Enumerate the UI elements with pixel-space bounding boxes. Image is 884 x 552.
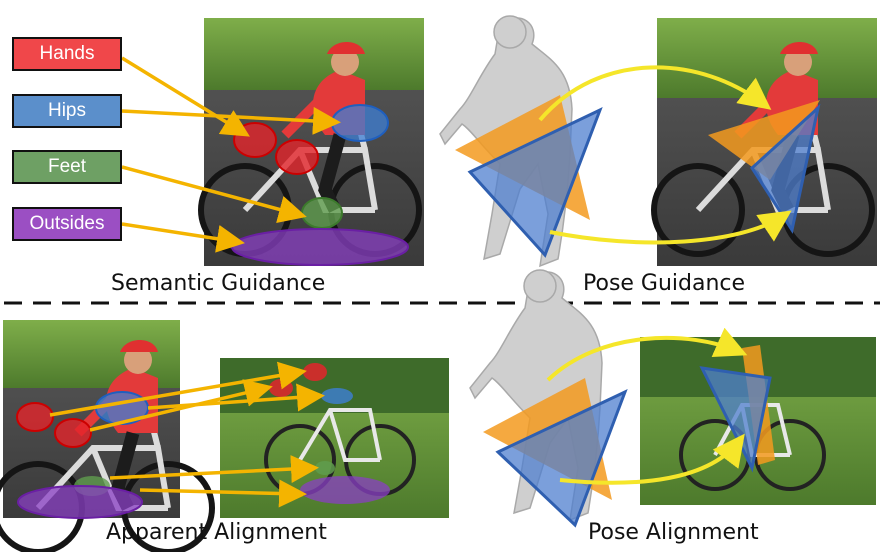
legend-hips-label: Hips: [47, 100, 86, 121]
pose-alignment-photo: [640, 337, 876, 505]
caption-pose-alignment: Pose Alignment: [588, 520, 759, 545]
legend-outsides: Outsides: [12, 207, 122, 241]
pose-alignment-mannequin: [469, 269, 628, 528]
semantic-arrows: [121, 56, 341, 253]
caption-pose-guidance: Pose Guidance: [583, 271, 746, 296]
legend-feet: Feet: [12, 150, 122, 184]
legend-hips: Hips: [12, 94, 122, 128]
pose-guidance-arrows: [538, 65, 792, 245]
apparent-arrows: [49, 361, 325, 508]
legend-feet-label: Feet: [47, 156, 87, 177]
legend-hands-label: Hands: [39, 43, 95, 64]
pose-alignment-arrows: [546, 327, 748, 485]
legend-outsides-label: Outsides: [29, 213, 105, 234]
pose-guidance-photo: [654, 18, 877, 266]
caption-semantic-guidance: Semantic Guidance: [111, 271, 326, 296]
pose-guidance-mannequin: [439, 15, 603, 267]
legend-hands: Hands: [12, 37, 122, 71]
apparent-source-photo: [0, 320, 212, 552]
caption-apparent-alignment: Apparent Alignment: [106, 520, 327, 545]
